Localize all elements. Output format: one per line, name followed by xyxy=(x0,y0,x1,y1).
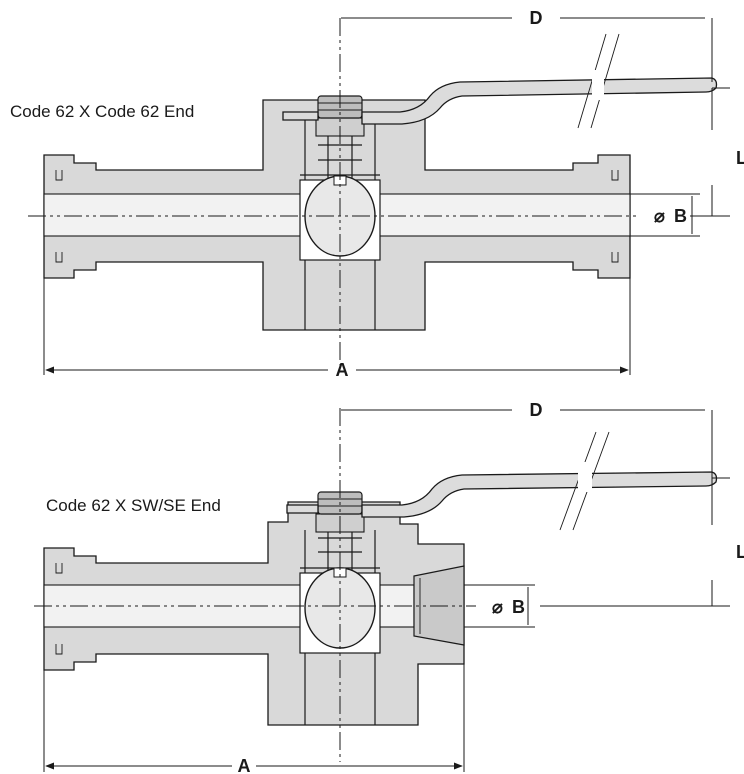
dimension-a-label: A xyxy=(238,756,251,774)
valve-view-top: D L ⌀ B A Code 62 X Code 62 End xyxy=(10,8,744,380)
stem xyxy=(318,120,362,178)
dimension-l-label: L xyxy=(736,148,744,168)
dimension-b-label: B xyxy=(674,206,687,226)
dimension-d-label: D xyxy=(530,400,543,420)
dimension-l-label: L xyxy=(736,542,744,562)
diameter-b-symbol: ⌀ xyxy=(492,597,503,617)
end-type-label: Code 62 X SW/SE End xyxy=(46,496,221,515)
stem xyxy=(318,515,362,570)
diameter-b-symbol: ⌀ xyxy=(654,206,665,226)
end-type-label: Code 62 X Code 62 End xyxy=(10,102,194,121)
valve-view-bottom: D L ⌀ B A Code 62 X SW/SE End xyxy=(34,400,744,774)
dimension-a-label: A xyxy=(336,360,349,380)
dimension-b-label: B xyxy=(512,597,525,617)
dimension-d-label: D xyxy=(530,8,543,28)
handle xyxy=(286,471,718,518)
